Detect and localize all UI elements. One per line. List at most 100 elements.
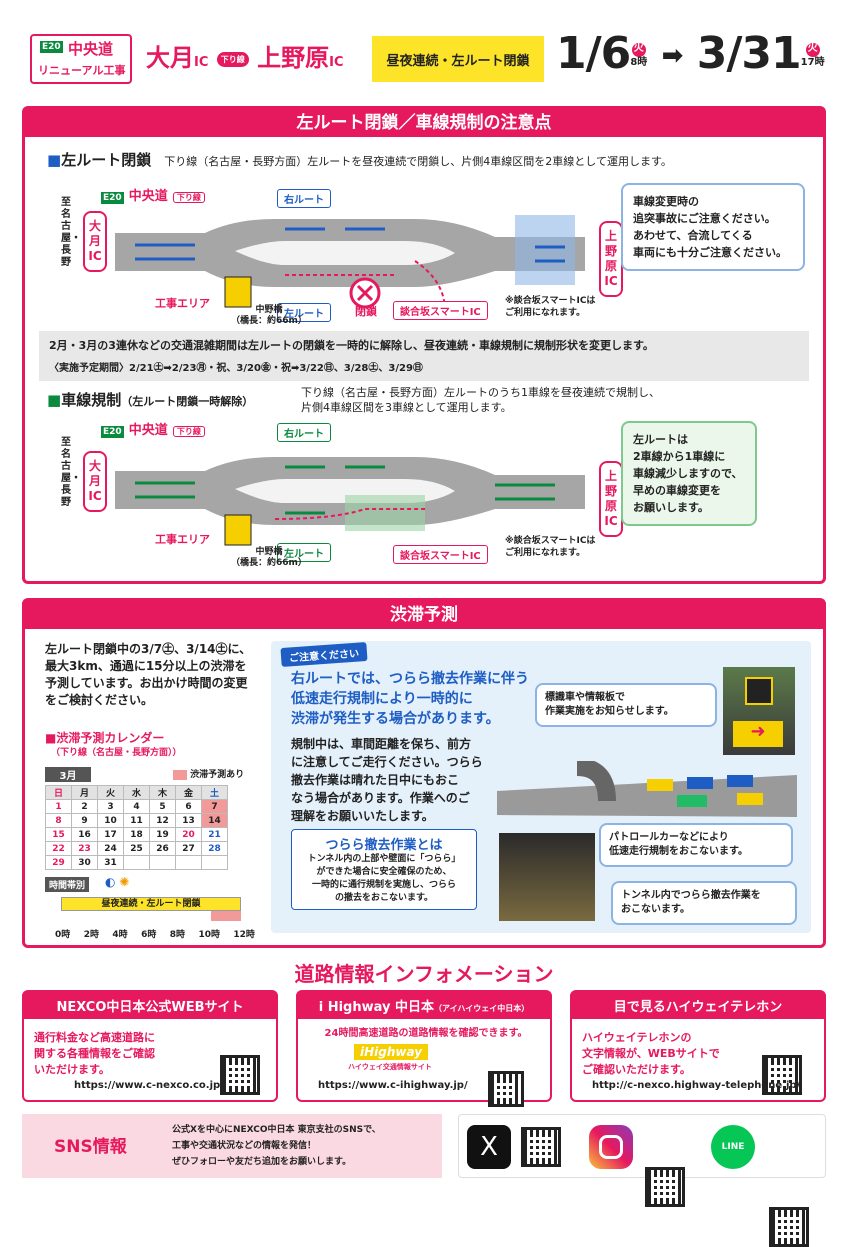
period-note: 2月・3月の3連休などの交通混雑期間は左ルートの閉鎖を一時的に解除し、昼夜連続・… <box>39 331 809 381</box>
caution-tag: ご注意ください <box>280 642 368 667</box>
left-route-tag: 左ルート <box>277 303 331 322</box>
calendar-dow: 土 <box>201 785 228 800</box>
telephone-url[interactable]: http://c-nexco.highway-telephone.jp/ <box>592 1080 801 1091</box>
instagram-icon[interactable] <box>589 1125 633 1169</box>
bubble-lane-change: 車線変更時の追突事故にご注意ください。あわせて、合流してくる車両にも十分ご注意く… <box>621 183 805 271</box>
hour-tick: 12時 <box>233 930 255 940</box>
bubble-tunnel: トンネル内でつらら撤去作業をおこないます。 <box>611 881 797 925</box>
calendar-day: 13 <box>175 813 202 828</box>
calendar-day: 16 <box>71 827 98 842</box>
line-icon[interactable]: LINE <box>711 1125 755 1169</box>
nexco-web-card[interactable]: NEXCO中日本公式WEBサイト 通行料金など高速道路に関する各種情報をご確認い… <box>22 990 278 1102</box>
calendar-day <box>175 855 202 870</box>
tsurara-explainer: つらら撤去作業とは トンネル内の上部や壁面に「つらら」ができた場合に安全確保のた… <box>291 829 477 910</box>
hour-tick: 6時 <box>141 930 157 940</box>
calendar-legend: 渋滞予測あり <box>173 767 244 780</box>
direction-badge: 下り線 <box>216 51 249 67</box>
lane-restriction-heading: ■車線規制（左ルート閉鎖一時解除） <box>47 391 254 409</box>
calendar-day: 2 <box>71 799 98 814</box>
calendar-day: 5 <box>149 799 176 814</box>
hour-tick: 8時 <box>169 930 186 940</box>
calendar-day: 1 <box>45 799 72 814</box>
calendar-day: 22 <box>45 841 72 856</box>
nexco-url[interactable]: https://www.c-nexco.co.jp <box>74 1080 221 1091</box>
calendar-day <box>149 855 176 870</box>
tunnel-photo <box>499 833 595 921</box>
day-night-icon: ◐ ✺ <box>105 875 130 889</box>
calendar-day: 18 <box>123 827 150 842</box>
right-route-tag-b: 右ルート <box>277 423 331 442</box>
right-route-tag: 右ルート <box>277 189 331 208</box>
hour-tick: 10時 <box>198 930 220 940</box>
hour-tick: 4時 <box>112 930 128 940</box>
calendar-day: 6 <box>175 799 202 814</box>
caution-warning: 右ルートでは、つらら撤去作業に伴う低速走行規制により一時的に渋滞が発生する場合が… <box>291 671 529 727</box>
calendar-dow: 水 <box>123 785 150 800</box>
road-info-heading: 道路情報インフォメーション <box>294 962 554 986</box>
calendar-day <box>201 855 228 870</box>
section-title: 左ルート閉鎖／車線規制の注意点 <box>25 109 823 137</box>
project-badge: E20 中央道 リニューアル工事 <box>30 34 132 84</box>
qr-code-icon <box>645 1167 685 1207</box>
section-title: 渋滞予測 <box>25 601 823 629</box>
calendar-day: 29 <box>45 855 72 870</box>
closure-heading: ■左ルート閉鎖 下り線（名古屋・長野方面）左ルートを昼夜連続で閉鎖し、片側4車線… <box>47 151 672 169</box>
ihighway-card[interactable]: i Highway 中日本（アイハイウェイ中日本） 24時間高速道路の道路情報を… <box>296 990 552 1107</box>
smart-ic-note: ※談合坂スマートICはご利用になれます。 <box>505 296 596 318</box>
road-diagram-a <box>115 215 585 311</box>
calendar-day: 9 <box>71 813 98 828</box>
sign-car-photo: ➜ <box>723 667 795 755</box>
calendar-dow: 木 <box>149 785 176 800</box>
qr-code-icon <box>220 1055 260 1095</box>
calendar-day: 17 <box>97 827 124 842</box>
highway-telephone-card[interactable]: 目で見るハイウェイテレホン ハイウェイテレホンの文字情報が、WEBサイトでご確認… <box>570 990 826 1102</box>
calendar-dow: 月 <box>71 785 98 800</box>
hour-tick: 0時 <box>55 930 71 940</box>
arrow-right-icon: ➡ <box>661 41 684 71</box>
road-diagram-b <box>115 457 585 546</box>
calendar-day: 27 <box>175 841 202 856</box>
calendar-day: 30 <box>71 855 98 870</box>
closure-label: 昼夜連続・左ルート閉鎖 <box>372 36 544 82</box>
qr-code-icon <box>769 1207 809 1247</box>
line-name: 中央道 <box>68 40 114 58</box>
left-route-tag-b: 左ルート <box>277 543 331 562</box>
calendar-day: 3 <box>97 799 124 814</box>
calendar-day: 15 <box>45 827 72 842</box>
calendar-dow: 火 <box>97 785 124 800</box>
uenohara-ic-tag: 上野原IC <box>599 221 623 297</box>
congestion-panel: 渋滞予測 左ルート閉鎖中の3/7㊏、3/14㊏に、最大3km、通過に15分以上の… <box>22 598 826 948</box>
calendar-day: 14 <box>201 813 228 828</box>
route-section: 大月IC 下り線 上野原IC <box>146 44 344 72</box>
time-bar: 昼夜連続・左ルート閉鎖 <box>61 897 241 911</box>
calendar-dow: 金 <box>175 785 202 800</box>
caution-area: ご注意ください 右ルートでは、つらら撤去作業に伴う低速走行規制により一時的に渋滞… <box>271 641 811 933</box>
route-code: E20 <box>40 41 63 53</box>
calendar-day: 25 <box>123 841 150 856</box>
calendar-day: 11 <box>123 813 150 828</box>
bubble-sign-car: 標識車や情報板で作業実施をお知らせします。 <box>535 683 717 727</box>
work-area-label: 工事エリア <box>155 297 210 310</box>
qr-code-icon <box>762 1055 802 1095</box>
calendar-day: 7 <box>201 799 228 814</box>
calendar-day <box>123 855 150 870</box>
x-icon[interactable]: X <box>467 1125 511 1169</box>
map-left-closure: 至 名古屋・長野 大月IC E20 中央道 下り線 右ルート 左ルート 閉鎖 工… <box>55 175 625 327</box>
calendar-day: 10 <box>97 813 124 828</box>
map-lane-restriction: 至 名古屋・長野 大月IC E20 中央道 下り線 右ルート 左ルート 工事エリ… <box>55 415 625 575</box>
calendar-day: 28 <box>201 841 228 856</box>
calendar-month: 3月 <box>45 767 91 782</box>
route-label: E20 中央道 下り線 <box>101 185 205 204</box>
calendar-dow: 日 <box>45 785 72 800</box>
ihighway-url[interactable]: https://www.c-ihighway.jp/ <box>318 1080 468 1091</box>
calendar-day: 26 <box>149 841 176 856</box>
caution-body: 規制中は、車間距離を保ち、前方に注意してご走行ください。つらら撤去作業は晴れた日… <box>291 737 483 823</box>
otsuki-ic-tag: 大月IC <box>83 211 107 272</box>
ihighway-logo: iHighway <box>354 1044 429 1060</box>
congestion-intro: 左ルート閉鎖中の3/7㊏、3/14㊏に、最大3km、通過に15分以上の渋滞を予測… <box>45 642 252 707</box>
lane-restriction-desc: 下り線（名古屋・長野方面）左ルートのうち1車線を昼夜連続で規制し、片側4車線区間… <box>301 386 660 414</box>
